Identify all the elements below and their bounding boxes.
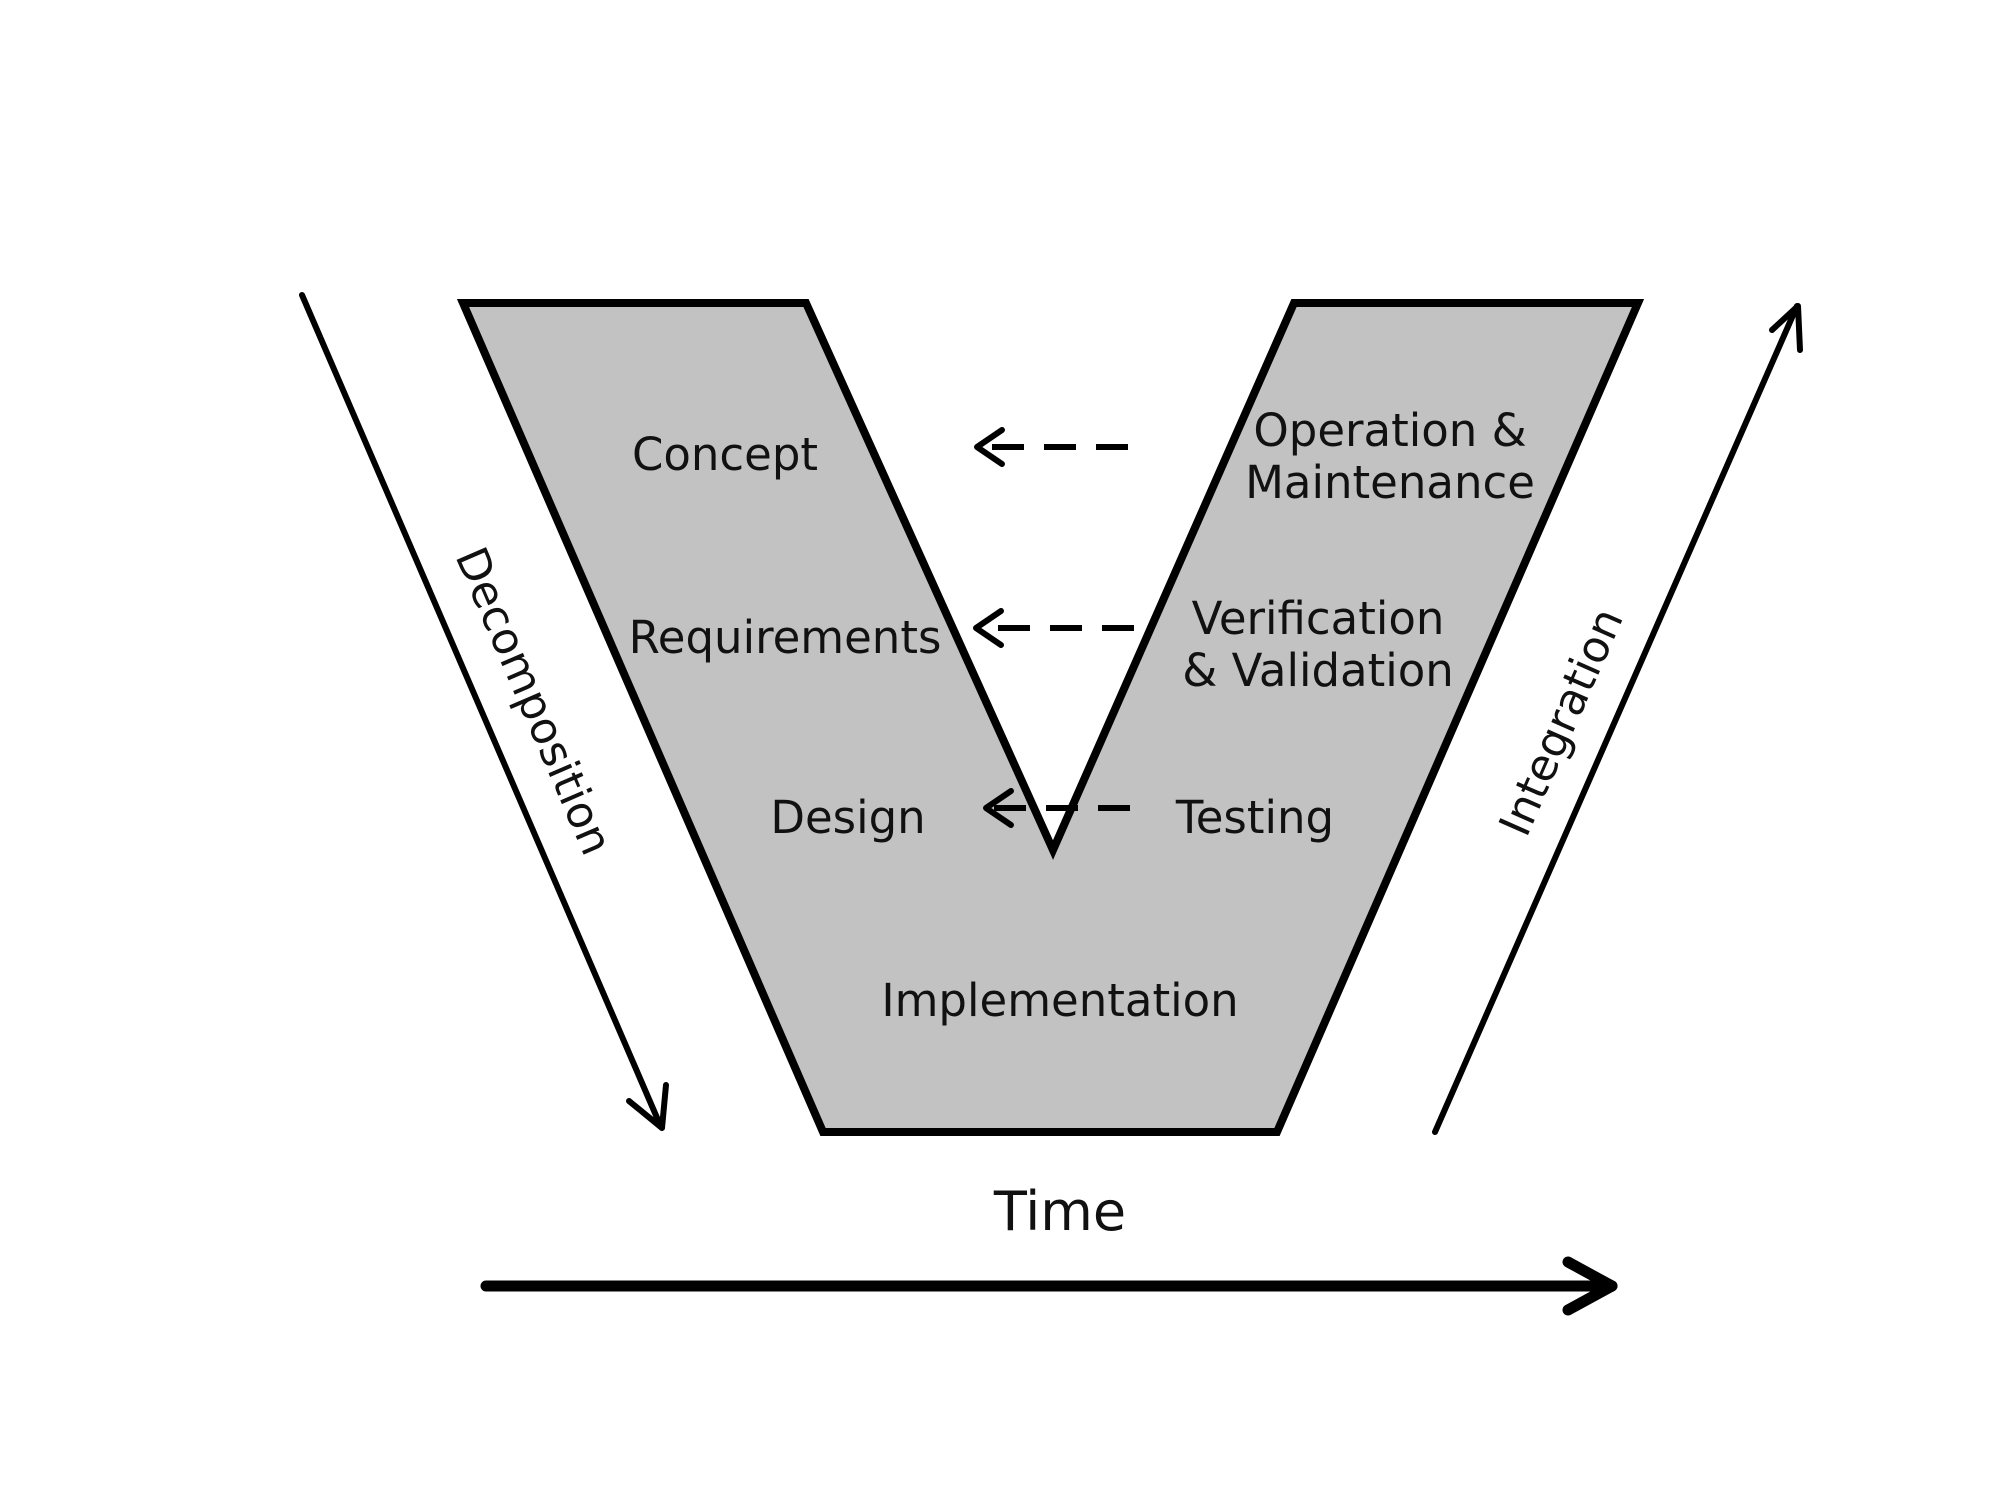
arrow-head-icon xyxy=(1562,1256,1618,1316)
stage-requirements: Requirements xyxy=(629,611,942,664)
arrow-head-icon xyxy=(973,608,1004,648)
stage-implementation: Implementation xyxy=(881,974,1238,1027)
arrow-head-icon xyxy=(626,1082,669,1131)
stage-testing: Testing xyxy=(1175,791,1334,844)
integration-arrow xyxy=(1432,303,1803,1135)
stage-operation-line2: Maintenance xyxy=(1245,456,1535,509)
arrow-head-icon xyxy=(974,427,1005,467)
decomposition-arrow xyxy=(299,292,669,1131)
stage-concept: Concept xyxy=(632,428,818,481)
feedback-arrow-testing-to-design xyxy=(983,788,1130,828)
time-arrow xyxy=(480,1256,1618,1316)
stage-operation-line1: Operation & xyxy=(1253,404,1526,457)
arrow-head-icon xyxy=(983,788,1014,828)
stage-verification-line2: & Validation xyxy=(1182,644,1454,697)
feedback-arrow-verification-to-requirements xyxy=(973,608,1134,648)
arrow-head-icon xyxy=(1769,303,1803,353)
stage-verification-line1: Verification xyxy=(1192,592,1445,645)
stage-design: Design xyxy=(770,791,925,844)
feedback-arrow-operation-to-concept xyxy=(974,427,1128,467)
time-label: Time xyxy=(993,1180,1126,1243)
v-model-shape xyxy=(456,299,1645,1136)
